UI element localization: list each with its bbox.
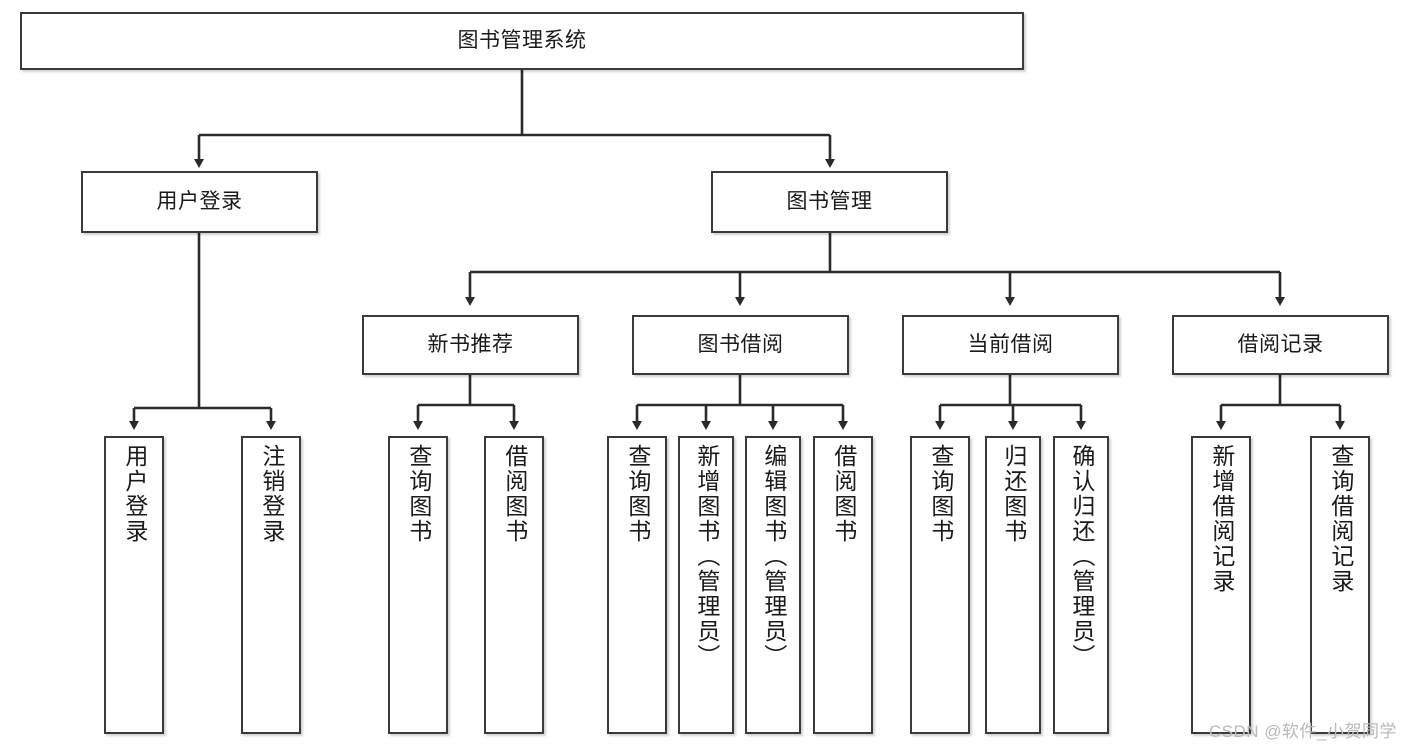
node-book-management[interactable]: 图书管理 [711, 171, 948, 233]
node-user-login[interactable]: 用户登录 [81, 171, 318, 233]
node-current-borrow[interactable]: 当前借阅 [902, 315, 1119, 375]
node-new-book-recommendation[interactable]: 新书推荐 [362, 315, 579, 375]
node-leaf-query-book-2-label: 查询图书 [624, 444, 651, 544]
node-leaf-user-login-label: 用户登录 [121, 444, 148, 544]
node-root[interactable]: 图书管理系统 [20, 12, 1024, 70]
node-leaf-user-login[interactable]: 用户登录 [104, 436, 164, 734]
node-leaf-query-book-3[interactable]: 查询图书 [910, 436, 970, 734]
node-leaf-borrow-book-1[interactable]: 借阅图书 [484, 436, 544, 734]
node-leaf-add-borrow-record-label: 新增借阅记录 [1208, 444, 1235, 594]
node-leaf-query-book-1[interactable]: 查询图书 [388, 436, 448, 734]
node-leaf-query-book-2[interactable]: 查询图书 [607, 436, 667, 734]
node-leaf-add-borrow-record[interactable]: 新增借阅记录 [1191, 436, 1251, 734]
node-book-borrow-label: 图书借阅 [697, 332, 784, 356]
node-current-borrow-label: 当前借阅 [967, 332, 1054, 356]
node-book-management-label: 图书管理 [786, 189, 873, 213]
node-leaf-query-book-3-label: 查询图书 [927, 444, 954, 544]
node-root-label: 图书管理系统 [457, 28, 587, 52]
node-leaf-edit-book-label: 编辑图书（管理员） [760, 444, 787, 669]
watermark: CSDN @软件_小贺同学 [1208, 722, 1397, 741]
node-book-borrow[interactable]: 图书借阅 [632, 315, 849, 375]
node-leaf-query-borrow-record[interactable]: 查询借阅记录 [1310, 436, 1370, 734]
node-leaf-add-book[interactable]: 新增图书（管理员） [678, 436, 734, 734]
node-user-login-label: 用户登录 [156, 189, 243, 213]
node-leaf-user-logout-label: 注销登录 [258, 444, 285, 544]
node-leaf-add-book-label: 新增图书（管理员） [693, 444, 720, 669]
node-borrow-record[interactable]: 借阅记录 [1172, 315, 1389, 375]
node-leaf-user-logout[interactable]: 注销登录 [241, 436, 301, 734]
node-leaf-query-book-1-label: 查询图书 [405, 444, 432, 544]
node-leaf-confirm-return[interactable]: 确认归还（管理员） [1053, 436, 1109, 734]
node-leaf-return-book-label: 归还图书 [1000, 444, 1027, 544]
node-leaf-return-book[interactable]: 归还图书 [985, 436, 1041, 734]
node-leaf-borrow-book-2-label: 借阅图书 [830, 444, 857, 544]
node-leaf-confirm-return-label: 确认归还（管理员） [1068, 444, 1095, 669]
node-new-book-recommendation-label: 新书推荐 [427, 332, 514, 356]
node-leaf-query-borrow-record-label: 查询借阅记录 [1327, 444, 1354, 594]
node-leaf-borrow-book-2[interactable]: 借阅图书 [813, 436, 873, 734]
node-leaf-edit-book[interactable]: 编辑图书（管理员） [745, 436, 801, 734]
node-borrow-record-label: 借阅记录 [1237, 332, 1324, 356]
node-leaf-borrow-book-1-label: 借阅图书 [501, 444, 528, 544]
